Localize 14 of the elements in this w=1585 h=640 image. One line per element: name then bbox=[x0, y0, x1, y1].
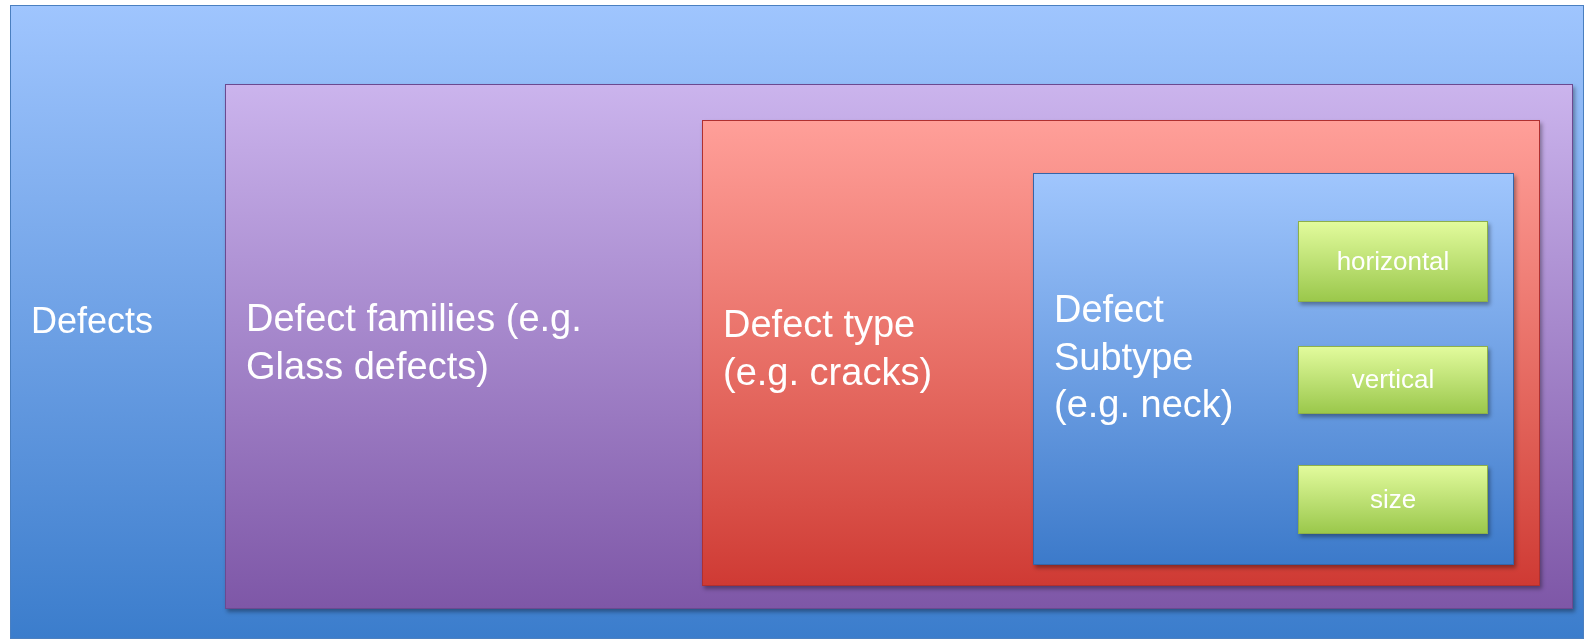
box-label: Defect families (e.g. Glass defects) bbox=[246, 297, 582, 387]
box-label: horizontal bbox=[1336, 245, 1450, 276]
box-label: size bbox=[1369, 483, 1417, 514]
box-label: Defects bbox=[31, 300, 154, 341]
box-label: vertical bbox=[1351, 364, 1435, 395]
nested-box bbox=[225, 84, 1573, 609]
box-label: Defect Subtype (e.g. neck) bbox=[1054, 288, 1234, 425]
nested-box bbox=[702, 120, 1540, 586]
attribute-box bbox=[1298, 465, 1488, 534]
nested-box bbox=[1033, 173, 1514, 565]
attribute-box bbox=[1298, 346, 1488, 414]
box-label: Defect type (e.g. cracks) bbox=[723, 303, 933, 393]
attribute-box bbox=[1298, 221, 1488, 302]
nested-box bbox=[10, 5, 1584, 639]
